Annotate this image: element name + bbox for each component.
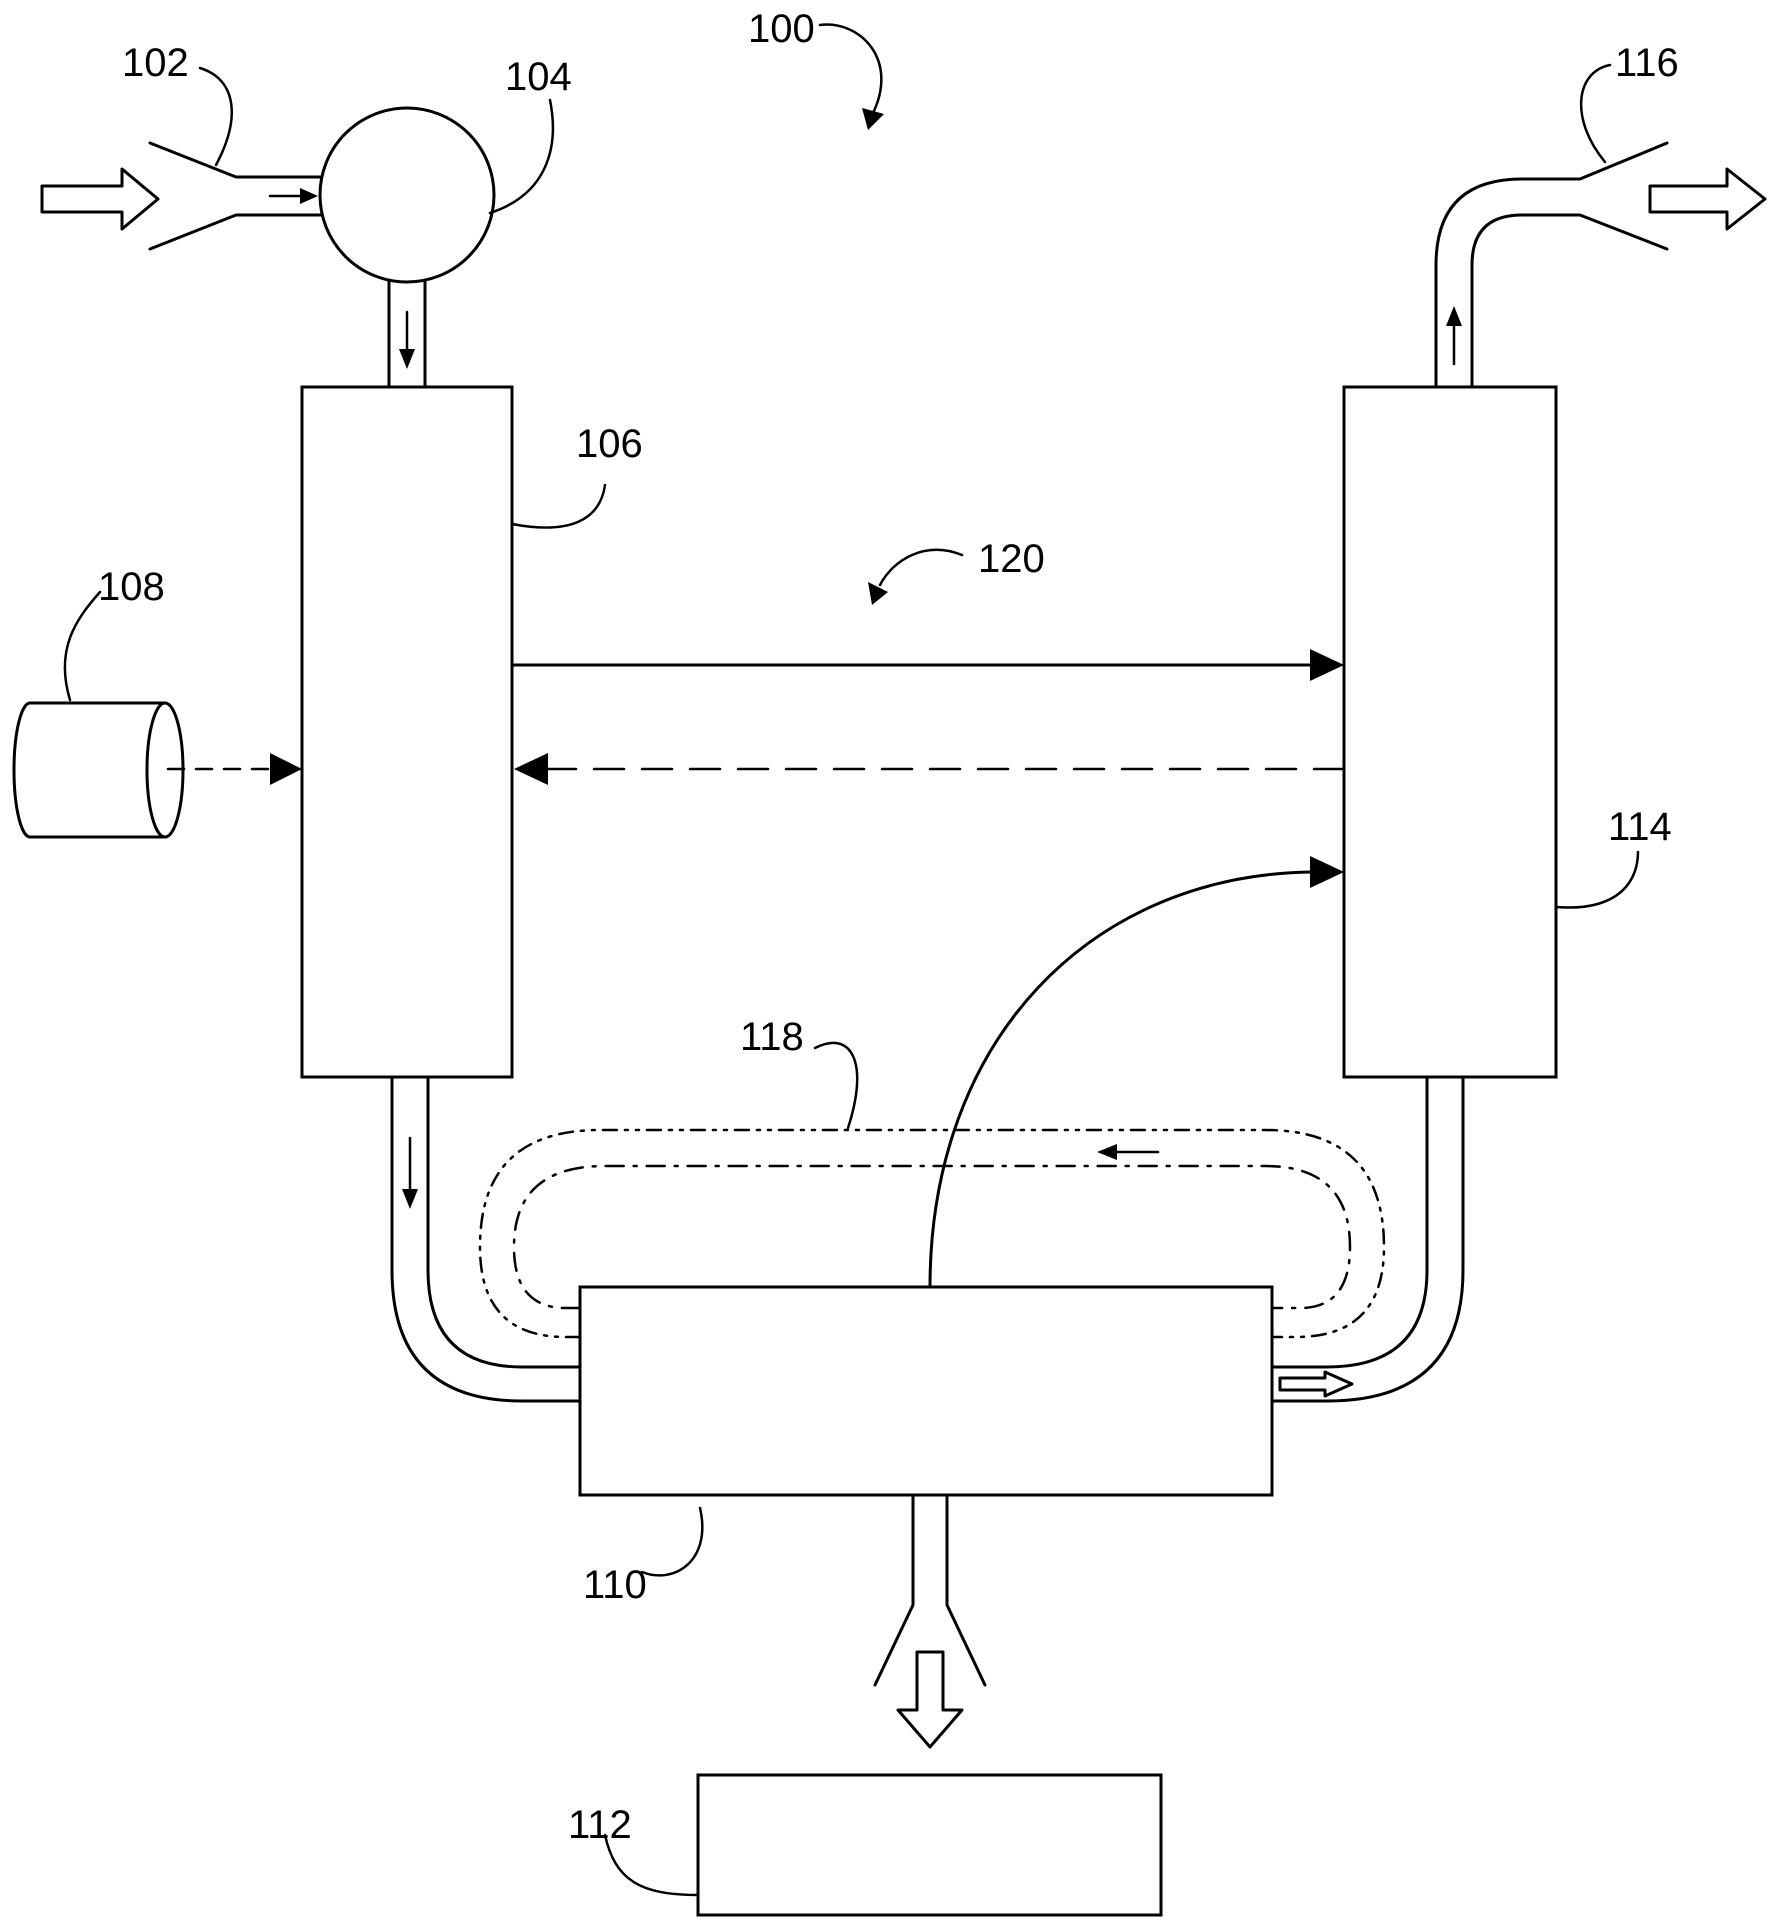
unit-106-box [302,387,512,1077]
label-118: 118 [740,1015,804,1059]
label-102: 102 [122,41,189,85]
label-112: 112 [568,1803,632,1847]
pump-104 [320,108,494,282]
pipe-114-to-outlet-116 [1436,143,1667,387]
inlet-flow-arrow [42,169,158,229]
dashed-signal-114-to-106 [514,753,1344,785]
label-108: 108 [98,565,165,609]
inlet-pipe-arrow [270,188,318,204]
outflow-arrow-to-112 [898,1652,962,1747]
label-116: 116 [1615,41,1679,85]
label-106: 106 [576,422,643,466]
label-120: 120 [978,537,1045,581]
pipe-110-to-114 [1272,1077,1463,1401]
label-100: 100 [748,7,815,51]
solid-signal-106-to-114 [512,649,1344,681]
curved-signal-110-to-114 [930,856,1344,1287]
pipe-pump-to-106 [389,280,425,387]
unit-114-box [1344,387,1556,1077]
source-108-cylinder [14,703,183,837]
pipe-110-to-114-arrow [1280,1372,1352,1396]
dashed-signal-108-to-106 [168,753,302,785]
outlet-flow-arrow [1650,169,1765,229]
unit-112-box [698,1775,1161,1915]
label-110: 110 [583,1563,647,1607]
unit-110-box [580,1287,1272,1495]
label-104: 104 [505,55,572,99]
pipe-106-to-110 [392,1077,580,1401]
label-114: 114 [1608,805,1672,849]
